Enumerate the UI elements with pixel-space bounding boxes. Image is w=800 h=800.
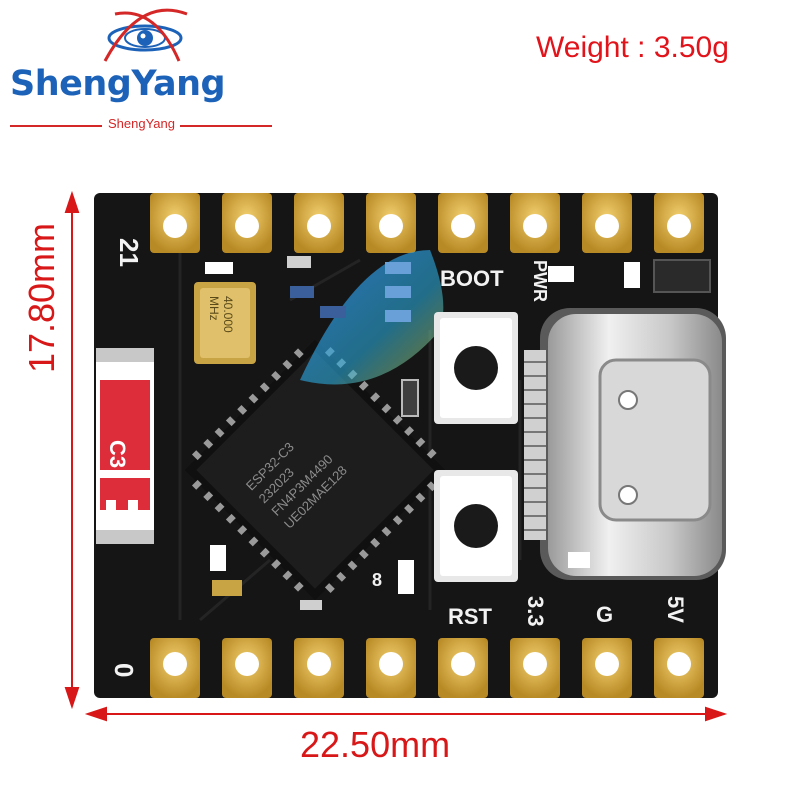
bottom-pin xyxy=(510,638,560,698)
usb-c-connector xyxy=(524,308,726,580)
height-arrow-bottom xyxy=(64,687,80,710)
width-arrow-right xyxy=(705,706,728,722)
crystal-unit: MHz xyxy=(207,296,221,321)
top-pin xyxy=(366,193,416,253)
width-arrow-left xyxy=(84,706,107,722)
weight-label: Weight : 3.50g xyxy=(536,31,729,64)
height-arrow-top xyxy=(64,190,80,213)
silk-rst: RST xyxy=(448,604,493,629)
bottom-pin xyxy=(222,638,272,698)
bottom-pin xyxy=(366,638,416,698)
top-pin xyxy=(510,193,560,253)
top-pin xyxy=(294,193,344,253)
silk-pin-8: 8 xyxy=(372,570,382,590)
silk-pin-0: 0 xyxy=(109,663,139,677)
top-pin xyxy=(582,193,632,253)
top-pin-row xyxy=(150,193,704,253)
brand-divider-left xyxy=(10,125,102,127)
antenna-label: C3 xyxy=(105,440,130,468)
top-pin xyxy=(438,193,488,253)
brand-name: ShengYang xyxy=(10,64,226,104)
eye-icon xyxy=(103,8,188,62)
crystal-frequency: 40.000 xyxy=(221,296,235,333)
crystal-oscillator xyxy=(194,282,256,364)
silk-pin-5v: 5V xyxy=(663,596,688,623)
ceramic-antenna xyxy=(96,348,154,544)
bottom-pin xyxy=(150,638,200,698)
brand-logo: ShengYang ShengYang xyxy=(0,0,290,140)
silk-pwr: PWR xyxy=(530,260,550,302)
top-pin xyxy=(654,193,704,253)
brand-divider-right xyxy=(180,125,272,127)
width-label: 22.50mm xyxy=(300,724,451,765)
smd-components xyxy=(205,256,711,610)
bottom-pin xyxy=(438,638,488,698)
rst-button-graphic xyxy=(434,470,518,582)
hologram-sticker xyxy=(300,250,444,385)
silk-boot: BOOT xyxy=(440,266,504,291)
top-pin xyxy=(150,193,200,253)
bottom-pin xyxy=(582,638,632,698)
bottom-pin xyxy=(654,638,704,698)
silk-pin-3v3: 3.3 xyxy=(523,596,548,627)
boot-button-graphic xyxy=(434,312,518,424)
brand-subtitle: ShengYang xyxy=(108,116,175,131)
top-pin xyxy=(222,193,272,253)
silk-pin-g: G xyxy=(596,602,613,627)
bottom-pin xyxy=(294,638,344,698)
silk-pin-21: 21 xyxy=(114,238,144,267)
bottom-pin-row xyxy=(150,638,704,698)
